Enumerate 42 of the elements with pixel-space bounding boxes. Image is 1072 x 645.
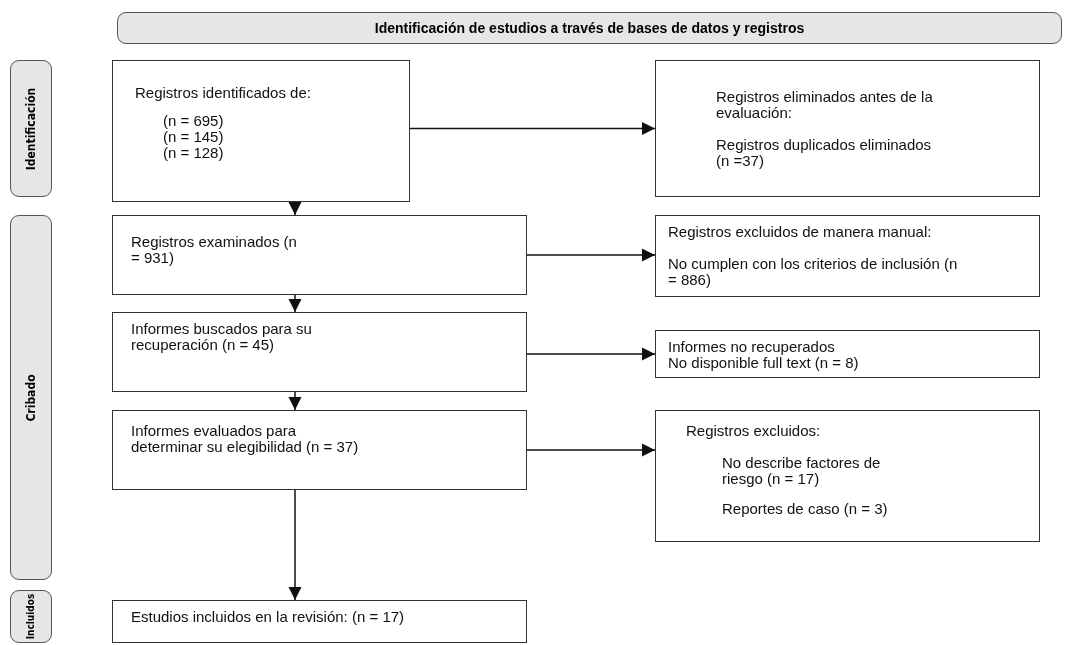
box-text: (n = 128) <box>163 145 225 161</box>
process-box <box>112 312 527 392</box>
box-text: Informes no recuperados <box>668 339 836 355</box>
arrow <box>288 489 302 601</box>
box-text: Registros duplicados eliminados (n =37) <box>716 137 933 169</box>
process-box <box>112 600 527 643</box>
box-text: Informes buscados para su recuperación (n = 45) <box>131 321 313 353</box>
process-box <box>655 215 1040 297</box>
box-text: (n = 145) <box>163 129 225 145</box>
box-text: Registros eliminados antes de la evaluación: <box>716 89 934 121</box>
arrow <box>288 391 302 411</box>
box-text: Registros excluidos: <box>686 423 822 439</box>
arrow <box>526 443 656 457</box>
box-text: (n = 695) <box>163 113 225 129</box>
arrow <box>526 347 656 361</box>
process-box <box>112 215 527 295</box>
phase-label-band <box>10 590 52 643</box>
arrow <box>288 201 302 216</box>
phase-label-band <box>10 215 52 580</box>
box-text: Estudios incluidos en la revisión: (n = 17) <box>131 609 406 625</box>
process-box <box>112 60 410 202</box>
box-text: Informes evaluados para determinar su elegibilidad (n = 37) <box>131 423 360 455</box>
box-text: No cumplen con los criterios de inclusión (n = 886) <box>668 256 959 288</box>
process-box <box>655 60 1040 197</box>
header-band <box>117 12 1062 44</box>
box-text: Reportes de caso (n = 3) <box>722 501 889 517</box>
arrow <box>526 248 656 262</box>
process-box <box>112 410 527 490</box>
box-text: Registros excluidos de manera manual: <box>668 224 933 240</box>
box-text: No describe factores de riesgo (n = 17) <box>722 455 882 487</box>
phase-label: Cribado <box>24 373 38 422</box>
arrow <box>288 294 302 313</box>
phase-label: Identificación <box>24 87 38 170</box>
arrow <box>409 121 656 136</box>
process-box <box>655 410 1040 542</box>
phase-label: Incluidos <box>25 593 37 640</box>
header-title: Identificación de estudios a través de bases de datos y registros <box>374 20 805 36</box>
phase-label-band <box>10 60 52 197</box>
box-text: Registros identificados de: <box>135 85 312 101</box>
box-text: Registros examinados (n = 931) <box>131 234 298 266</box>
process-box <box>655 330 1040 378</box>
box-text: No disponible full text (n = 8) <box>668 355 860 371</box>
